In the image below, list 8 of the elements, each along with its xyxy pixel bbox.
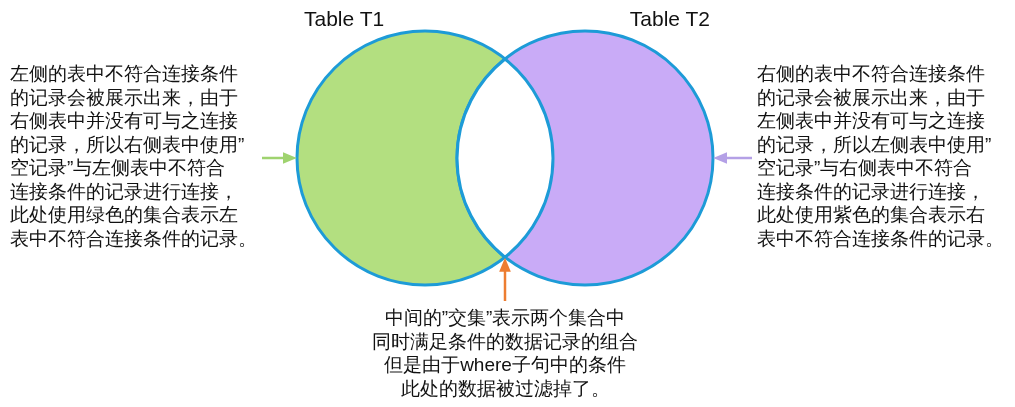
arrow xyxy=(262,152,297,164)
annotation-text: 左侧的表中不符合连接条件的记录会被展示出来，由于右侧表中并没有可与之连接的记录，所以右侧表中使用”空记录”与左侧表中不符合连接条件的记录进行连接，此处使用绿色的集合表示左表中不符合连接条件的记录。 xyxy=(10,62,257,250)
arrow xyxy=(713,152,752,164)
annotation-text: 右侧的表中不符合连接条件的记录会被展示出来，由于左侧表中并没有可与之连接的记录，所以左侧表中使用”空记录”与右侧表中不符合连接条件的记录进行连接，此处使用紫色的集合表示右表中不符合连接条件的记录。 xyxy=(757,62,1004,250)
set-title: Table T2 xyxy=(629,6,710,32)
arrow xyxy=(499,257,511,301)
set-title: Table T1 xyxy=(304,6,385,32)
annotation-text: 中间的”交集”表示两个集合中同时满足条件的数据记录的组合但是由于where子句中的条件此处的数据被过滤掉了。 xyxy=(372,306,638,400)
